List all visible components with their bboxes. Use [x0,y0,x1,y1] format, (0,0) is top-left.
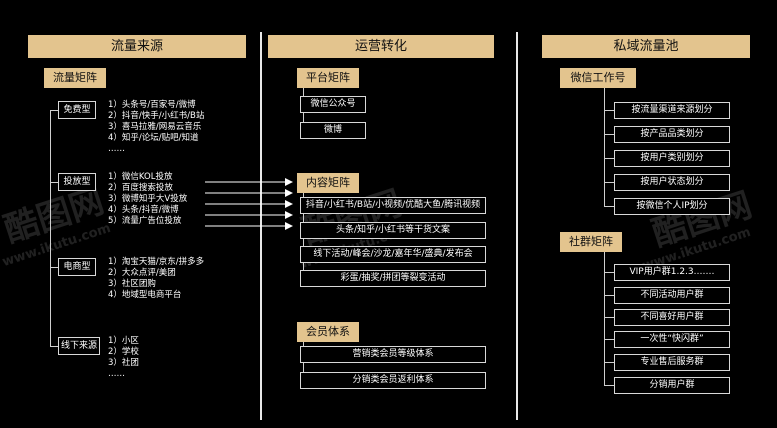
operation-conversion-header: 运营转化 [268,35,494,58]
wechat-item-channel: 按流量渠道来源划分 [614,102,730,119]
wechat-item-user-state: 按用户状态划分 [614,174,730,191]
group-label-paid: 投放型 [58,173,96,191]
wechat-branch-5 [604,206,614,207]
list-item: 3）微博知乎大V投放 [108,194,188,204]
group-list-offline: 1）小区 2）学校 3）社团 …… [108,336,139,380]
wechat-branch-1 [604,110,614,111]
community-branch-4 [604,339,614,340]
wechat-branch-3 [604,158,614,159]
list-item: 2）抖音/快手/小红书/B站 [108,111,205,121]
community-item-flash-group: 一次性“快闪群” [614,331,730,348]
wechat-work-account-label: 微信工作号 [560,68,636,88]
list-item: …… [108,369,125,379]
membership-item-marketing: 营销类会员等级体系 [300,346,486,363]
community-branch-3 [604,317,614,318]
list-item: 2）百度搜索投放 [108,183,173,193]
list-item: 2）大众点评/美团 [108,268,176,278]
col1-branch-ecom [50,267,58,268]
col1-branch-free [50,110,58,111]
group-label-offline: 线下来源 [58,337,100,355]
community-item-vip: VIP用户群1.2.3.…… [614,264,730,281]
community-item-distribution: 分销用户群 [614,377,730,394]
community-item-activity: 不同活动用户群 [614,287,730,304]
list-item: …… [108,144,125,154]
content-item-article: 头条/知乎/小红书等干货文案 [300,222,486,239]
col1-tree-line [50,110,51,346]
list-item: 1）小区 [108,336,139,346]
membership-system-label: 会员体系 [297,322,359,342]
wechat-item-personal-ip: 按微信个人IP划分 [614,198,730,215]
group-label-free: 免费型 [58,101,96,119]
list-item: 3）社区团购 [108,279,156,289]
private-traffic-pool-header: 私域流量池 [542,35,750,58]
col1-branch-offline [50,346,58,347]
community-item-after-sales: 专业售后服务群 [614,354,730,371]
list-item: 3）社团 [108,358,139,368]
col1-branch-paid [50,182,58,183]
group-list-paid: 1）微信KOL投放 2）百度搜索投放 3）微博知乎大V投放 4）头条/抖音/微博… [108,172,187,227]
wechat-item-category: 按产品品类划分 [614,126,730,143]
content-item-video: 抖音/小红书/B站/小视频/优酷大鱼/腾讯视频 [300,197,486,214]
list-item: 4）头条/抖音/微博 [108,205,179,215]
wechat-branch-2 [604,134,614,135]
content-item-viral-campaign: 彩蛋/抽奖/拼团等裂变活动 [300,270,486,287]
group-list-ecommerce: 1）淘宝天猫/京东/拼多多 2）大众点评/美团 3）社区团购 4）地域型电商平台 [108,257,204,301]
list-item: 1）淘宝天猫/京东/拼多多 [108,257,205,267]
platform-item-wechat-official: 微信公众号 [300,96,366,113]
community-branch-2 [604,295,614,296]
list-item: 2）学校 [108,347,139,357]
wechat-item-user-type: 按用户类别划分 [614,150,730,167]
wechat-branch-4 [604,182,614,183]
traffic-source-header: 流量来源 [28,35,246,58]
list-item: 4）地域型电商平台 [108,290,182,300]
community-branch-6 [604,385,614,386]
list-item: 5）流量广告位投放 [108,216,182,226]
platform-matrix-label: 平台矩阵 [297,68,359,88]
membership-item-distribution: 分销类会员返利体系 [300,372,486,389]
group-list-free: 1）头条号/百家号/微博 2）抖音/快手/小红书/B站 3）喜马拉雅/网易云音乐… [108,100,204,155]
content-item-offline-event: 线下活动/峰会/沙龙/嘉年华/盛典/发布会 [300,246,486,263]
list-item: 1）微信KOL投放 [108,172,173,182]
content-matrix-label: 内容矩阵 [297,173,359,193]
community-branch-1 [604,272,614,273]
group-label-ecommerce: 电商型 [58,258,96,276]
community-tree-line [604,252,605,385]
list-item: 3）喜马拉雅/网易云音乐 [108,122,202,132]
column-divider-right [516,32,518,420]
traffic-matrix-label: 流量矩阵 [44,68,106,88]
community-branch-5 [604,362,614,363]
wechat-work-tree-line [604,88,605,206]
list-item: 1）头条号/百家号/微博 [108,100,196,110]
community-matrix-label: 社群矩阵 [560,232,622,252]
platform-item-weibo: 微博 [300,122,366,139]
list-item: 4）知乎/论坛/贴吧/知道 [108,133,199,143]
community-item-preference: 不同喜好用户群 [614,309,730,326]
